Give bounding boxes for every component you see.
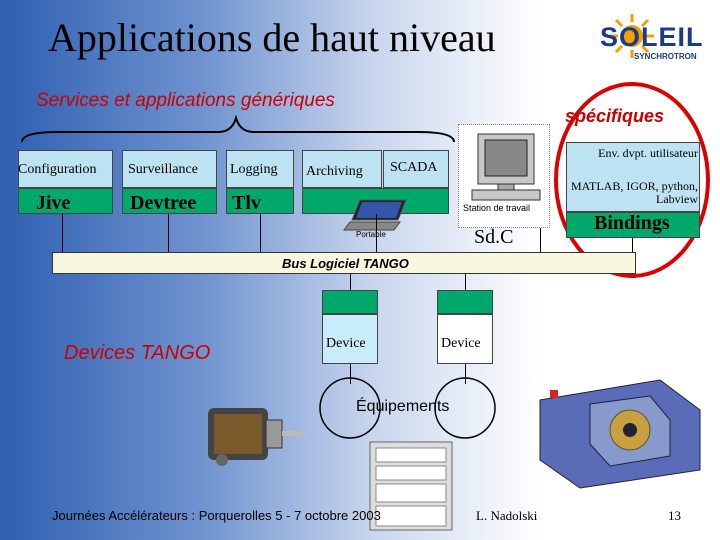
connector-archiving	[376, 214, 377, 252]
configuration-box	[18, 150, 113, 188]
station-label: Station de travail	[463, 203, 531, 213]
env-box	[566, 142, 700, 212]
devices-heading: Devices TANGO	[64, 342, 211, 364]
footer-event: Journées Accélérateurs : Porquerolles 5 …	[52, 508, 381, 523]
lang-label: MATLAB, IGOR, python, Labview	[570, 179, 698, 206]
device-1-body	[322, 314, 378, 364]
connector-jive	[62, 214, 63, 252]
connector-equip-1	[350, 364, 351, 384]
sdc-label: Sd.C	[474, 226, 514, 248]
bus-label: Bus Logiciel TANGO	[282, 256, 409, 271]
connector-device-2	[465, 274, 466, 290]
archiving-box	[302, 150, 382, 188]
page-number: 13	[668, 508, 681, 523]
devtree-label: Devtree	[130, 192, 197, 214]
device-1-label: Device	[326, 336, 366, 351]
bindings-label: Bindings	[594, 212, 670, 234]
portable-label: Portable	[356, 230, 386, 239]
devtree-box	[122, 188, 217, 214]
logo-subtext: SYNCHROTRON	[634, 52, 697, 61]
env-label: Env. dvpt. utilisateur	[598, 146, 698, 160]
logging-label: Logging	[230, 162, 278, 177]
specific-oval	[554, 82, 710, 278]
tango-bus	[52, 252, 636, 274]
jive-box	[18, 188, 113, 214]
connector-bindings	[632, 238, 633, 252]
sun-icon	[610, 14, 654, 58]
bindings-box	[566, 212, 700, 238]
connector-tlv	[260, 214, 261, 252]
scada-label: SCADA	[390, 160, 438, 175]
connector-station	[540, 228, 541, 252]
slide-title: Applications de haut niveau	[48, 15, 496, 60]
generic-services-heading: Services et applications génériques	[36, 90, 335, 111]
device-1-top	[322, 290, 378, 314]
scada-box	[383, 150, 449, 188]
configuration-label: Configuration	[18, 162, 97, 177]
laptop-icon	[343, 199, 407, 231]
archiving-label: Archiving	[306, 164, 363, 179]
connector-devtree	[168, 214, 169, 252]
surveillance-label: Surveillance	[128, 162, 198, 177]
device-2-body	[437, 314, 493, 364]
computer-icon	[471, 133, 541, 201]
connector-device-1	[350, 274, 351, 290]
motor-image	[208, 408, 306, 466]
surveillance-box	[122, 150, 217, 188]
equipment-label: Équipements	[356, 398, 450, 415]
logging-box	[226, 150, 294, 188]
footer-author: L. Nadolski	[476, 508, 538, 523]
tlv-label: Tlv	[232, 192, 261, 214]
logo-text: SOLEIL	[600, 22, 704, 52]
rack-image	[369, 441, 453, 531]
connector-equip-2	[465, 364, 466, 384]
soleil-logo: SOLEIL SYNCHROTRON	[598, 12, 713, 67]
device-2-label: Device	[441, 336, 481, 351]
curly-brace	[21, 114, 455, 143]
tlv-box	[226, 188, 294, 214]
specific-heading: spécifiques	[565, 106, 665, 126]
jive-label: Jive	[36, 192, 71, 214]
magnet-image	[539, 379, 701, 489]
equipment-circles	[319, 377, 496, 439]
device-2-top	[437, 290, 493, 314]
